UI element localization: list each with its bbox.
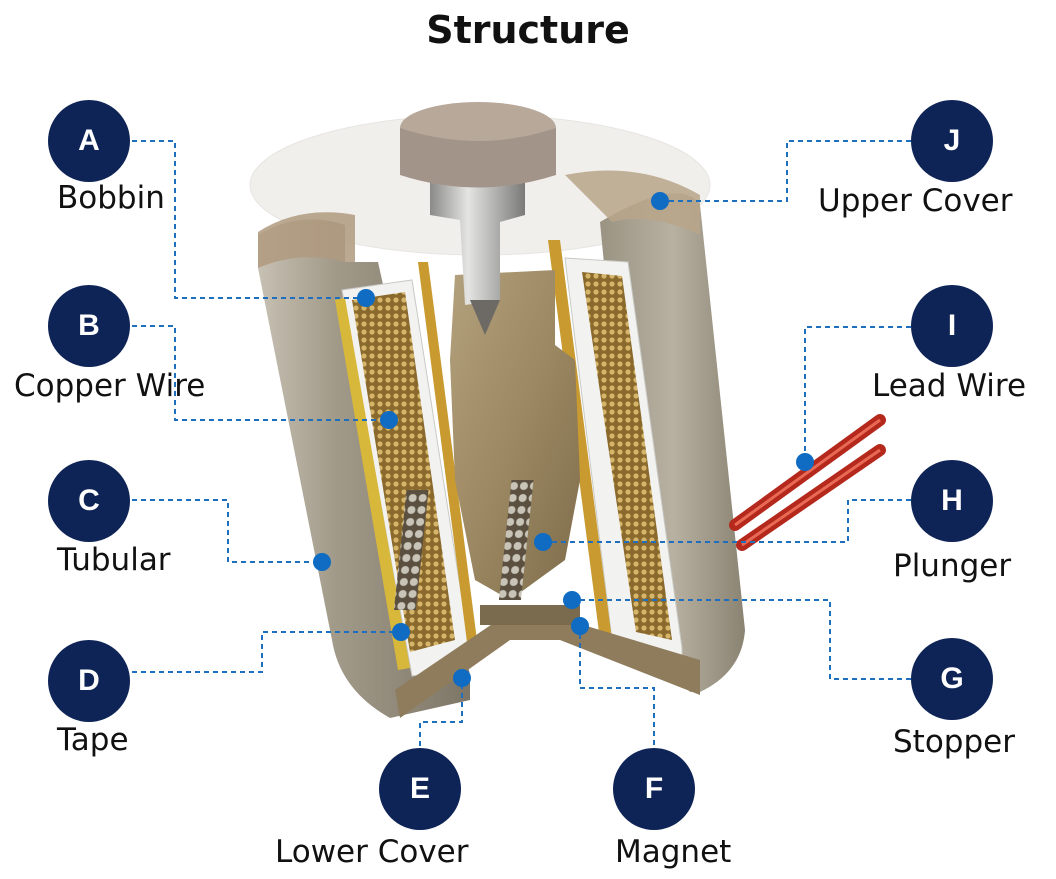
- label-plunger: Plunger: [893, 548, 1012, 584]
- dot-c: [313, 553, 331, 571]
- leader-b: [132, 325, 389, 421]
- dot-f: [571, 617, 589, 635]
- leader-lines: [132, 140, 911, 755]
- magnet-left: [393, 490, 429, 610]
- leader-d: [132, 631, 401, 673]
- badge-b: B: [48, 285, 130, 367]
- leader-f: [579, 626, 655, 754]
- plunger-rod: [430, 148, 525, 305]
- badge-a: A: [48, 100, 130, 182]
- label-tubular: Tubular: [57, 542, 171, 578]
- dot-a: [357, 289, 375, 307]
- dot-h: [534, 533, 552, 551]
- label-upper-cover: Upper Cover: [818, 183, 1013, 219]
- label-lower-cover: Lower Cover: [275, 834, 469, 870]
- badge-f: F: [613, 748, 695, 830]
- tape-left-inner: [418, 262, 478, 650]
- badge-i: I: [911, 285, 993, 367]
- plunger-body: [450, 270, 580, 600]
- badge-c: C: [48, 460, 130, 542]
- label-tape: Tape: [57, 722, 129, 758]
- diagram-title: Structure: [426, 8, 630, 52]
- leader-a: [132, 140, 366, 299]
- label-magnet: Magnet: [615, 834, 732, 870]
- leader-h: [543, 499, 911, 543]
- coil-left: [352, 292, 455, 652]
- label-copper-wire: Copper Wire: [14, 368, 206, 404]
- leader-c: [132, 499, 322, 563]
- tape-left: [335, 298, 410, 670]
- dot-d: [392, 623, 410, 641]
- dot-g: [563, 591, 581, 609]
- magnet-right: [498, 480, 534, 600]
- badge-h: H: [911, 460, 993, 542]
- tape-right: [548, 240, 612, 640]
- solenoid-body: [249, 102, 886, 718]
- leader-g: [572, 599, 911, 680]
- dot-b: [380, 411, 398, 429]
- dot-j: [651, 192, 669, 210]
- lower-cover: [395, 612, 700, 718]
- dot-i: [796, 453, 814, 471]
- leader-e: [419, 678, 463, 755]
- coil-right: [582, 272, 672, 640]
- dot-e: [453, 669, 471, 687]
- label-bobbin: Bobbin: [57, 180, 165, 216]
- badge-d: D: [48, 640, 130, 722]
- label-stopper: Stopper: [893, 724, 1015, 760]
- target-dots: [313, 192, 814, 687]
- leader-j: [660, 140, 911, 202]
- badge-e: E: [379, 748, 461, 830]
- badge-j: J: [911, 100, 993, 182]
- badge-g: G: [911, 638, 993, 720]
- label-lead-wire: Lead Wire: [872, 368, 1027, 404]
